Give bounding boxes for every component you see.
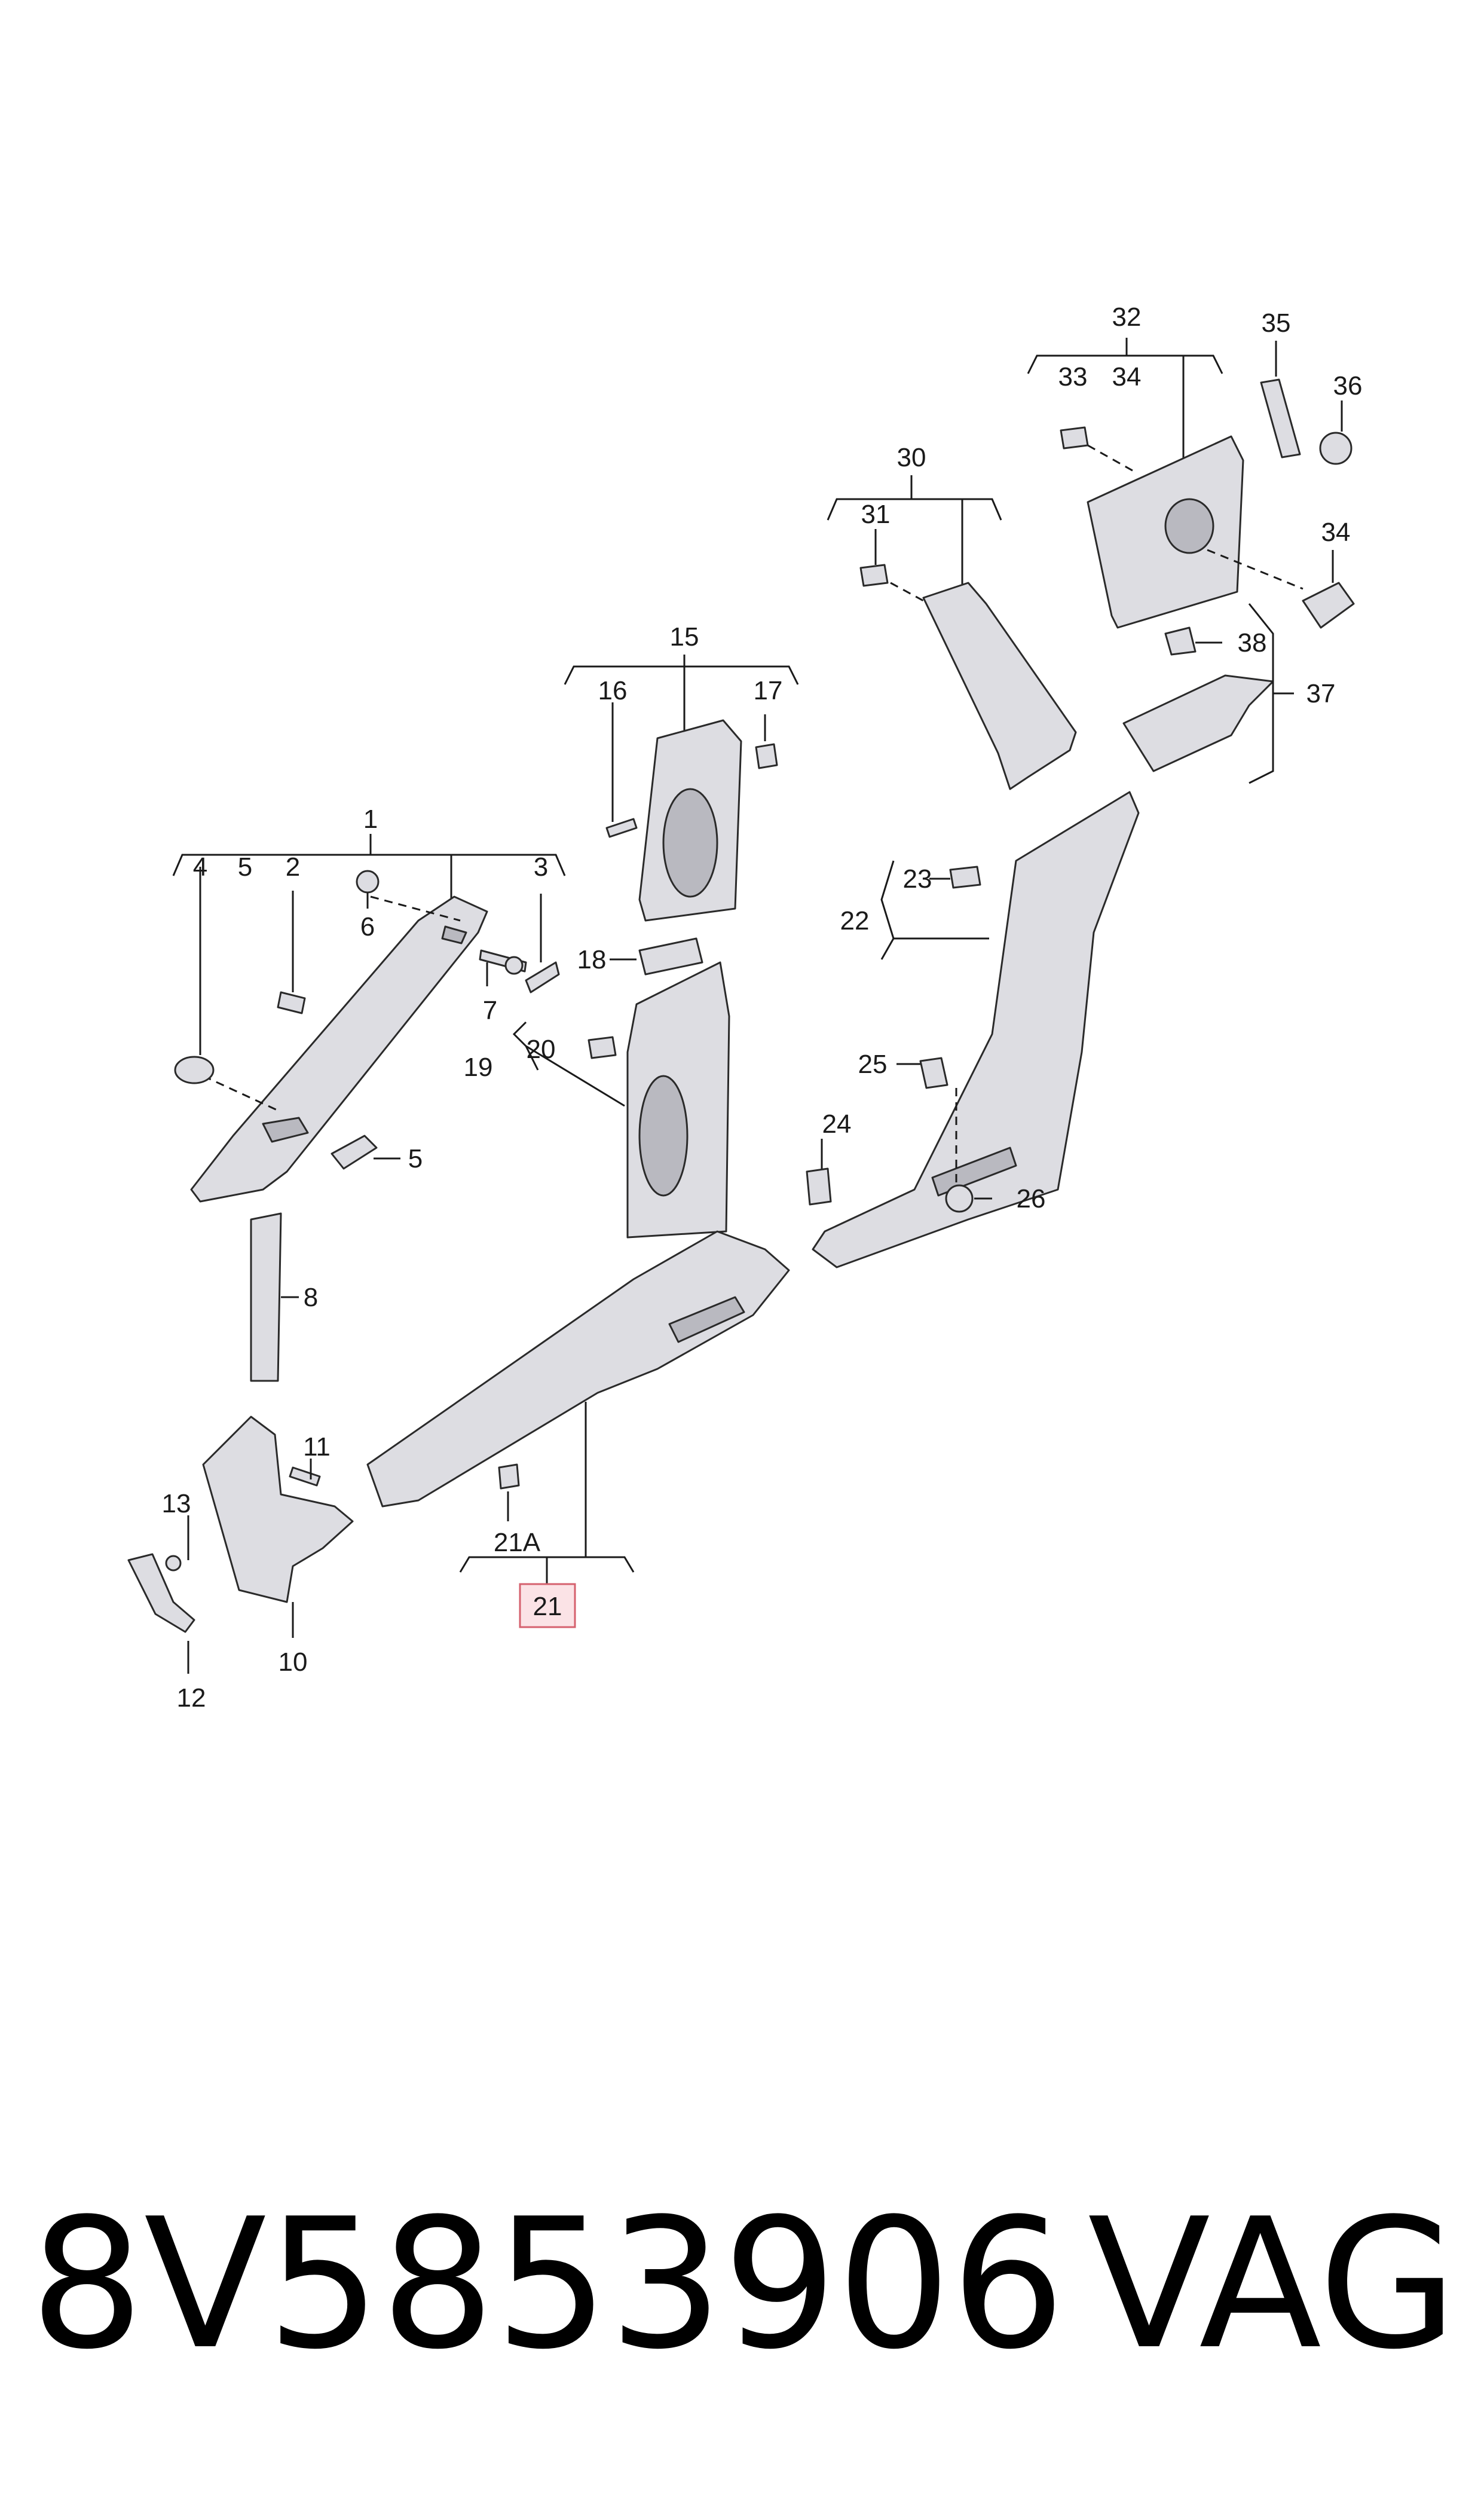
label-23: 23 — [903, 864, 932, 894]
label-36: 36 — [1333, 371, 1363, 401]
sill-trim-21 — [366, 1230, 790, 1508]
label-37: 37 — [1306, 679, 1336, 708]
brand-text: VAG — [1088, 2180, 1457, 2389]
screw-11 — [289, 1466, 321, 1487]
label-19: 19 — [464, 1053, 493, 1082]
screw-25 — [919, 1057, 948, 1089]
a-pillar-trim-group — [172, 834, 566, 1203]
sill-trim-group — [366, 1230, 790, 1584]
label-22: 22 — [840, 906, 870, 936]
clip-23 — [949, 866, 981, 889]
label-21a: 21A — [494, 1528, 541, 1557]
label-5-cover: 5 — [408, 1144, 423, 1173]
label-8: 8 — [304, 1283, 318, 1312]
label-34-cover: 34 — [1321, 518, 1351, 547]
label-3: 3 — [534, 852, 548, 882]
label-2: 2 — [286, 852, 300, 882]
label-24: 24 — [822, 1109, 852, 1139]
bolt-6 — [356, 870, 380, 894]
label-17: 17 — [754, 676, 783, 705]
label-31: 31 — [861, 500, 891, 529]
clip-20 — [588, 1036, 617, 1059]
rear-quarter-trim-22 — [812, 791, 1140, 1268]
cover-5 — [331, 1135, 378, 1170]
label-1: 1 — [363, 805, 378, 834]
label-10: 10 — [279, 1647, 308, 1677]
label-25: 25 — [858, 1050, 888, 1079]
label-6: 6 — [360, 912, 375, 941]
b-pillar-upper-group — [564, 655, 799, 976]
clip-38 — [1164, 626, 1197, 656]
c-pillar-trim-30 — [922, 582, 1077, 790]
b-pillar-lower-group — [512, 961, 730, 1239]
screw-16 — [605, 818, 638, 838]
label-21: 21 — [533, 1592, 562, 1621]
clip-4 — [174, 1056, 215, 1084]
c-pillar-group — [827, 475, 1077, 790]
d-pillar-group — [1027, 338, 1355, 784]
clip-26 — [945, 1184, 974, 1213]
label-35: 35 — [1262, 308, 1291, 338]
lower-trim-10 — [202, 1416, 354, 1603]
clip-13 — [165, 1555, 182, 1572]
plug-36 — [1319, 432, 1353, 465]
trim-strip-8 — [250, 1212, 282, 1382]
label-30: 30 — [897, 443, 926, 472]
lower-trim-group — [127, 1416, 354, 1674]
trim-37 — [1122, 674, 1274, 772]
label-34: 34 — [1112, 362, 1142, 392]
label-11: 11 — [303, 1432, 331, 1462]
highlighted-part-21[interactable]: 21 — [519, 1583, 576, 1628]
part-number-text: 8V5853906 — [30, 2180, 1065, 2389]
clip-2 — [277, 991, 306, 1014]
clip-18 — [638, 937, 703, 976]
highlight-box — [519, 1583, 576, 1628]
label-4: 4 — [193, 852, 207, 882]
label-26: 26 — [1017, 1184, 1046, 1213]
bracket-35 — [1260, 378, 1301, 458]
label-20: 20 — [527, 1035, 556, 1064]
bracket-12 — [127, 1553, 195, 1633]
rear-quarter-group — [806, 791, 1140, 1268]
label-18: 18 — [577, 945, 607, 974]
callout-labels: 1 4 5 2 3 6 7 5 8 11 13 10 12 15 16 17 1… — [162, 302, 1363, 1713]
clip-33 — [1060, 426, 1089, 450]
clip-21a — [498, 1463, 520, 1490]
clip-17 — [755, 743, 778, 769]
cover-34 — [1302, 582, 1355, 629]
label-38: 38 — [1238, 628, 1267, 658]
clip-24 — [806, 1167, 832, 1206]
label-7: 7 — [483, 996, 497, 1025]
label-12: 12 — [177, 1683, 206, 1713]
label-13: 13 — [162, 1489, 191, 1518]
clip-3 — [525, 961, 560, 993]
label-16: 16 — [598, 676, 628, 705]
label-5: 5 — [238, 852, 252, 882]
label-32: 32 — [1112, 302, 1142, 332]
label-15: 15 — [670, 622, 699, 652]
clip-31 — [859, 564, 889, 587]
label-33: 33 — [1058, 362, 1088, 392]
